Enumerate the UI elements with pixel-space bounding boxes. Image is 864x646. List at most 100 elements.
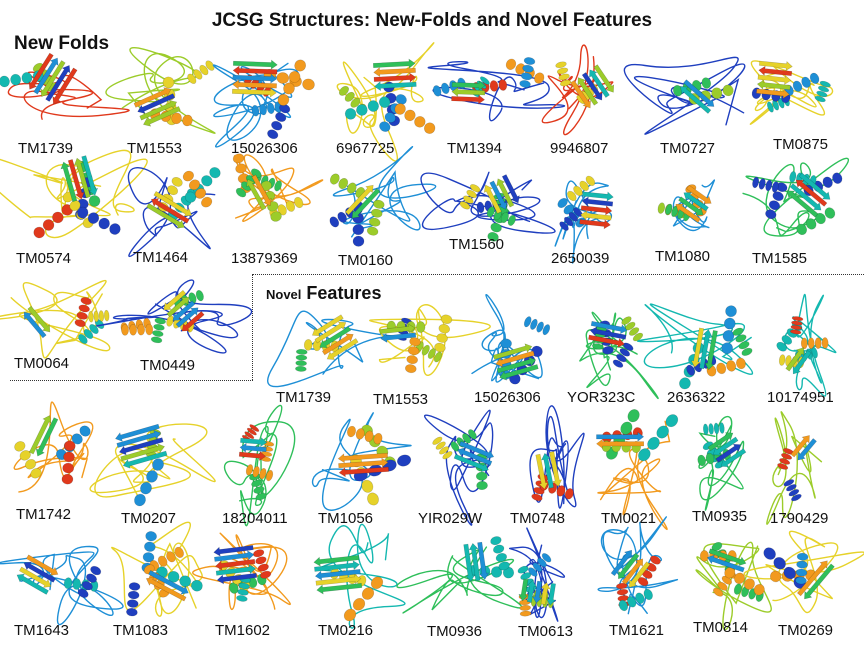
ribbon-structure-11 xyxy=(329,146,437,247)
structure-image xyxy=(697,415,747,511)
structure-image xyxy=(579,311,659,399)
section-heading-novel-features: Novel Features xyxy=(266,283,381,304)
ribbon-structure-21 xyxy=(579,311,659,399)
divider-vertical xyxy=(252,274,253,380)
structure-label: 15026306 xyxy=(474,389,541,406)
ribbon-structure-7 xyxy=(749,60,834,125)
structure-label: TM1553 xyxy=(127,140,183,157)
structure-image xyxy=(313,523,406,629)
structure-label: TM0269 xyxy=(778,622,834,639)
structure-label: TM1602 xyxy=(215,622,271,639)
structure-label: TM0216 xyxy=(318,622,374,639)
structure-label: TM1080 xyxy=(655,248,711,265)
structure-label: TM1742 xyxy=(16,506,72,523)
ribbon-structure-41 xyxy=(743,530,864,613)
ribbon-structure-36 xyxy=(313,523,406,629)
ribbon-structure-0 xyxy=(0,52,130,120)
structure-label: TM0021 xyxy=(601,510,657,527)
structure-label: TM0875 xyxy=(773,136,829,153)
structure-image xyxy=(695,541,772,631)
structure-image xyxy=(232,153,324,222)
structure-image xyxy=(0,545,124,625)
structure-image xyxy=(529,405,585,509)
features-word: Features xyxy=(306,283,382,303)
structure-image xyxy=(596,409,679,531)
ribbon-structure-9 xyxy=(127,167,221,257)
figure-title: JCSG Structures: New-Folds and Novel Fea… xyxy=(211,10,653,31)
structure-image xyxy=(0,52,130,120)
ribbon-structure-27 xyxy=(311,412,412,511)
structure-image xyxy=(369,304,491,377)
structure-image xyxy=(0,279,111,359)
structure-image xyxy=(420,171,556,242)
structure-image xyxy=(192,532,291,611)
structure-image xyxy=(657,179,716,232)
structure-image xyxy=(554,175,614,264)
ribbon-structure-34 xyxy=(111,521,203,617)
structure-label: TM1394 xyxy=(447,140,503,157)
ribbon-structure-39 xyxy=(597,516,678,615)
structure-label: TM1739 xyxy=(276,389,332,406)
structure-image xyxy=(623,56,746,135)
structure-image xyxy=(749,60,834,125)
structure-image xyxy=(541,44,615,136)
structure-image xyxy=(267,310,397,388)
structure-label: 10174951 xyxy=(767,389,834,406)
ribbon-structure-3 xyxy=(336,42,436,162)
structure-label: 9946807 xyxy=(550,140,609,157)
ribbon-structure-33 xyxy=(0,545,124,625)
ribbon-structure-4 xyxy=(427,57,566,122)
ribbon-structure-16 xyxy=(0,279,111,359)
ribbon-structure-17 xyxy=(96,279,253,354)
structure-label: TM0449 xyxy=(140,357,196,374)
ribbon-structure-1 xyxy=(105,47,216,134)
divider-bottom xyxy=(10,380,253,381)
ribbon-structure-2 xyxy=(212,59,315,148)
ribbon-structure-18 xyxy=(267,310,397,388)
structure-label: TM0814 xyxy=(693,619,749,636)
structure-label: 1790429 xyxy=(770,510,829,527)
structure-image xyxy=(776,293,837,397)
structure-label: TM1621 xyxy=(609,622,665,639)
structure-image xyxy=(508,527,566,622)
structure-image xyxy=(311,412,412,511)
structure-label: TM1739 xyxy=(18,140,74,157)
structure-label: YIR029W xyxy=(418,510,483,527)
ribbon-structure-8 xyxy=(0,149,148,239)
ribbon-structure-28 xyxy=(424,409,495,526)
structure-image xyxy=(396,536,523,614)
structure-label: 2636322 xyxy=(667,389,726,406)
structure-label: TM0936 xyxy=(427,623,483,640)
structure-image xyxy=(329,146,437,247)
structure-image xyxy=(111,521,203,617)
divider-top xyxy=(252,274,864,275)
structure-image xyxy=(743,530,864,613)
ribbon-structure-30 xyxy=(596,409,679,531)
structure-label: TM0727 xyxy=(660,140,716,157)
structure-label: 13879369 xyxy=(231,250,298,267)
ribbon-structure-26 xyxy=(223,404,296,527)
structure-image xyxy=(424,409,495,526)
structure-label: TM0574 xyxy=(16,250,72,267)
ribbon-structure-38 xyxy=(508,527,566,622)
ribbon-structure-19 xyxy=(369,304,491,377)
structure-image xyxy=(427,57,566,122)
structure-image xyxy=(742,157,849,237)
structure-label: TM1056 xyxy=(318,510,374,527)
ribbon-structure-32 xyxy=(766,411,823,525)
ribbon-structure-25 xyxy=(89,423,216,507)
structure-label: YOR323C xyxy=(567,389,636,406)
structure-label: TM1643 xyxy=(14,622,70,639)
structure-label: TM1560 xyxy=(449,236,505,253)
ribbon-structure-6 xyxy=(623,56,746,135)
structure-label: TM0748 xyxy=(510,510,566,527)
structure-label: TM0613 xyxy=(518,623,574,640)
ribbon-structure-23 xyxy=(776,293,837,397)
ribbon-structure-13 xyxy=(554,175,614,264)
structure-image xyxy=(13,401,94,493)
ribbon-structure-10 xyxy=(232,153,324,222)
structure-label: TM1585 xyxy=(752,250,808,267)
structure-image xyxy=(766,411,823,525)
structure-label: TM0207 xyxy=(121,510,177,527)
structure-label: TM0935 xyxy=(692,508,748,525)
